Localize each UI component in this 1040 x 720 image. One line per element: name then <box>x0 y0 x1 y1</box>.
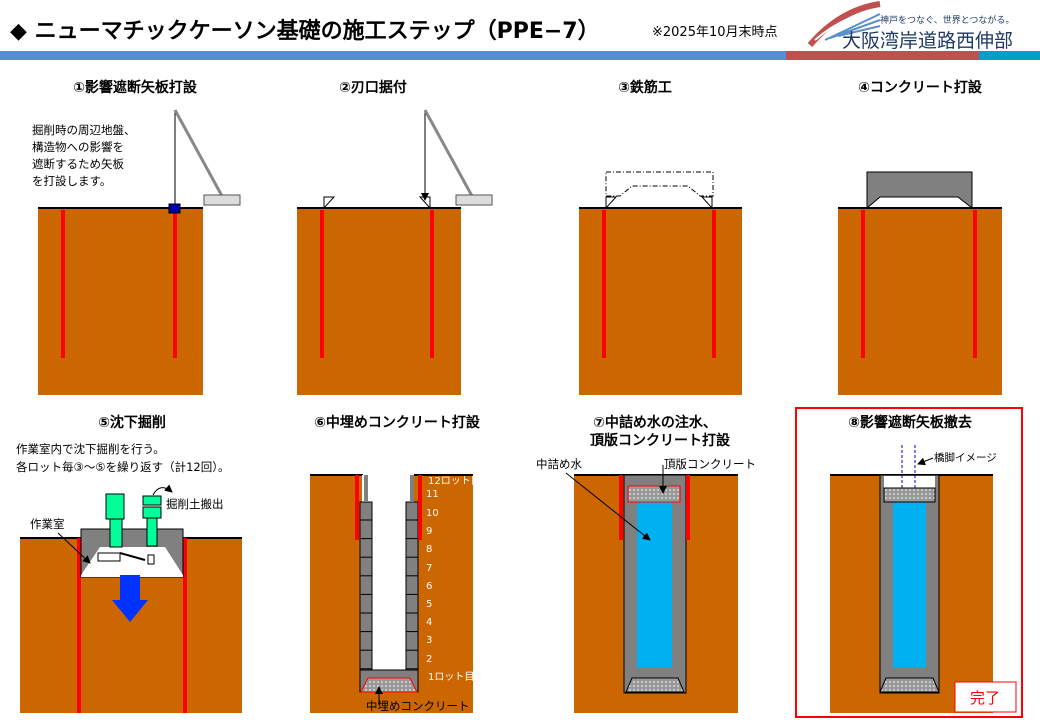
rebar-outline <box>605 171 714 197</box>
lot-label: 3 <box>426 635 432 646</box>
sheet-pile <box>861 210 865 358</box>
lot-label: 11 <box>426 489 439 500</box>
sheet-pile <box>320 210 324 358</box>
step-title: ③鉄筋工 <box>618 79 672 96</box>
header-bar-red <box>786 51 979 60</box>
step-3: ③鉄筋工 <box>579 79 742 395</box>
lot-label: 6 <box>426 581 432 592</box>
sheet-pile <box>418 475 422 540</box>
label-top-slab: 頂版コンクリート <box>664 457 756 471</box>
label-soil-out: 掘削土搬出 <box>166 497 224 511</box>
sheet-pile <box>619 475 623 540</box>
sheet-pile <box>973 210 977 358</box>
label-chamber: 作業室 <box>30 517 65 531</box>
step-desc: 各ロット毎③～⑤を繰り返す（計12回）。 <box>16 460 230 474</box>
step-6: ⑥中埋めコンクリート打設 12ロット目 11 10 9 8 7 6 5 4 3 2 1ロット目 中埋め… <box>310 414 481 713</box>
step-title: ④コンクリート打設 <box>858 79 983 96</box>
excavator <box>97 552 121 562</box>
sinking-arrow-icon <box>112 575 148 622</box>
fill-concrete <box>360 677 418 693</box>
sheet-pile <box>77 538 81 713</box>
lot-label: 1ロット目 <box>428 672 474 683</box>
logo-tagline: 神戸をつなぐ、世界とつながる。 <box>880 14 1014 26</box>
fill-water <box>637 500 672 668</box>
lot-label: 2 <box>426 654 432 665</box>
step-7: ⑦中詰め水の注水、 頂版コンクリート打設 中詰め水 頂版コンクリート <box>536 414 756 713</box>
logo-name: 大阪湾岸道路西伸部 <box>842 30 1013 52</box>
lot-label: 10 <box>426 508 439 519</box>
sheet-pile <box>686 475 690 540</box>
step-title: ②刃口据付 <box>339 79 407 96</box>
status-complete: 完了 <box>970 689 1000 707</box>
lot-label: 4 <box>426 617 432 628</box>
step-title: ⑧影響遮断矢板撤去 <box>848 414 972 431</box>
date-note: ※2025年10月末時点 <box>652 25 778 40</box>
step-1: ①影響遮断矢板打設 掘削時の周辺地盤、 構造物への影響を 遮断するため矢板 を打… <box>32 79 241 395</box>
sheet-pile <box>61 210 65 358</box>
step-8: ⑧影響遮断矢板撤去 橋脚イメージ 完了 <box>795 407 1023 718</box>
crane-icon <box>423 109 493 206</box>
caisson-wall <box>359 501 373 671</box>
step-5: ⑤沈下掘削 作業室内で沈下掘削を行う。 各ロット毎③～⑤を繰り返す（計12回）。… <box>16 414 242 713</box>
status-badge <box>954 681 1017 713</box>
lot-label: 7 <box>426 563 432 574</box>
header-bar-teal <box>979 51 1040 60</box>
lot-label: 9 <box>426 526 432 537</box>
step-title: ⑤沈下掘削 <box>98 414 166 431</box>
current-step-highlight <box>795 407 1023 718</box>
step-title: ①影響遮断矢板打設 <box>73 79 198 96</box>
concrete-caisson <box>866 171 973 210</box>
shaft <box>105 493 125 520</box>
step-desc: を打設します。 <box>32 174 111 188</box>
step-title: 頂版コンクリート打設 <box>590 432 731 449</box>
top-slab <box>627 485 681 503</box>
step-2: ②刃口据付 <box>297 79 493 395</box>
fill-water <box>893 502 926 668</box>
header-bar-blue <box>0 51 786 60</box>
step-desc: 遮断するため矢板 <box>32 157 124 171</box>
sheet-pile <box>173 210 177 358</box>
sheet-pile <box>355 475 359 540</box>
cutting-edge <box>323 196 431 210</box>
page-title: ◆ ニューマチックケーソン基礎の施工ステップ（PPE−7） <box>10 18 600 44</box>
pile-driver <box>168 203 181 214</box>
lot-label: 5 <box>426 599 432 610</box>
label-pier: 橋脚イメージ <box>934 451 997 464</box>
step-desc: 掘削時の周辺地盤、 <box>32 123 136 137</box>
top-slab <box>883 487 936 503</box>
sheet-pile <box>183 538 187 713</box>
crane-icon <box>173 109 241 206</box>
step-desc: 構造物への影響を <box>32 140 124 154</box>
sheet-pile <box>712 210 716 358</box>
step-desc: 作業室内で沈下掘削を行う。 <box>16 442 165 456</box>
label-fill-concrete: 中埋めコンクリート <box>366 699 470 713</box>
step-title: ⑦中詰め水の注水、 <box>593 414 717 431</box>
logo: 神戸をつなぐ、世界とつながる。 大阪湾岸道路西伸部 <box>807 1 1014 52</box>
step-title: ⑥中埋めコンクリート打設 <box>314 414 481 431</box>
lot-label: 8 <box>426 544 432 555</box>
material-lock <box>142 495 162 506</box>
sheet-pile <box>602 210 606 358</box>
lot-label: 12ロット目 <box>428 476 481 487</box>
caisson-wall <box>405 501 419 671</box>
label-water: 中詰め水 <box>536 457 582 471</box>
step-4: ④コンクリート打設 <box>838 79 1002 395</box>
sheet-pile <box>430 210 434 358</box>
